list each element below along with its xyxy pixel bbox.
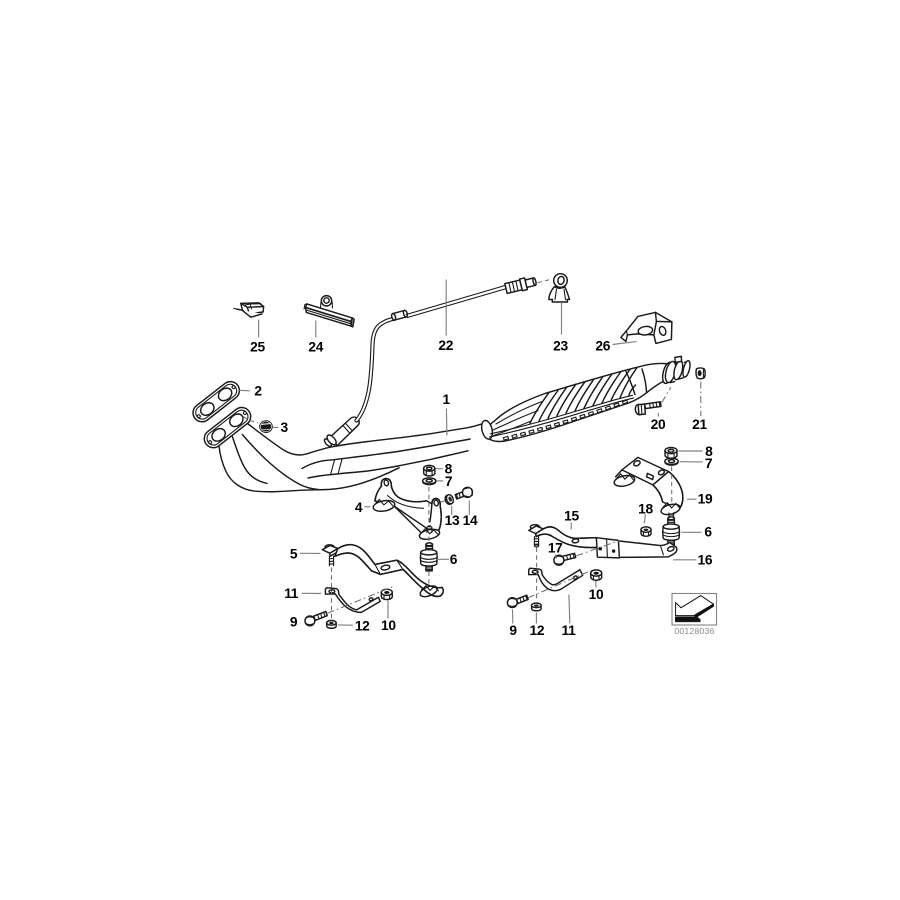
svg-text:9: 9 bbox=[509, 623, 517, 638]
svg-text:17: 17 bbox=[548, 541, 563, 556]
svg-text:19: 19 bbox=[698, 492, 713, 507]
svg-text:2: 2 bbox=[254, 384, 262, 399]
svg-text:22: 22 bbox=[438, 338, 453, 353]
svg-text:3: 3 bbox=[281, 420, 289, 435]
svg-text:1: 1 bbox=[443, 392, 451, 407]
svg-text:8: 8 bbox=[445, 462, 453, 477]
svg-text:12: 12 bbox=[530, 623, 545, 638]
svg-text:6: 6 bbox=[450, 552, 458, 567]
svg-text:4: 4 bbox=[355, 500, 363, 515]
svg-text:00128036: 00128036 bbox=[674, 626, 714, 636]
svg-text:23: 23 bbox=[553, 338, 568, 353]
svg-text:26: 26 bbox=[595, 338, 610, 353]
svg-text:13: 13 bbox=[445, 513, 460, 528]
svg-text:18: 18 bbox=[638, 501, 653, 516]
svg-text:20: 20 bbox=[651, 417, 666, 432]
svg-text:5: 5 bbox=[290, 547, 298, 562]
svg-text:15: 15 bbox=[564, 509, 579, 524]
svg-text:21: 21 bbox=[692, 417, 707, 432]
svg-text:10: 10 bbox=[589, 587, 604, 602]
svg-text:11: 11 bbox=[562, 623, 577, 638]
svg-text:14: 14 bbox=[463, 513, 478, 528]
svg-text:11: 11 bbox=[284, 586, 299, 601]
svg-text:6: 6 bbox=[704, 525, 712, 540]
svg-text:10: 10 bbox=[381, 618, 396, 633]
svg-text:7: 7 bbox=[705, 456, 713, 471]
svg-text:9: 9 bbox=[290, 614, 298, 629]
svg-text:8: 8 bbox=[705, 444, 713, 459]
svg-text:12: 12 bbox=[355, 619, 370, 634]
svg-text:16: 16 bbox=[698, 553, 713, 568]
svg-text:7: 7 bbox=[445, 474, 453, 489]
svg-text:24: 24 bbox=[308, 340, 323, 355]
svg-text:25: 25 bbox=[250, 340, 265, 355]
